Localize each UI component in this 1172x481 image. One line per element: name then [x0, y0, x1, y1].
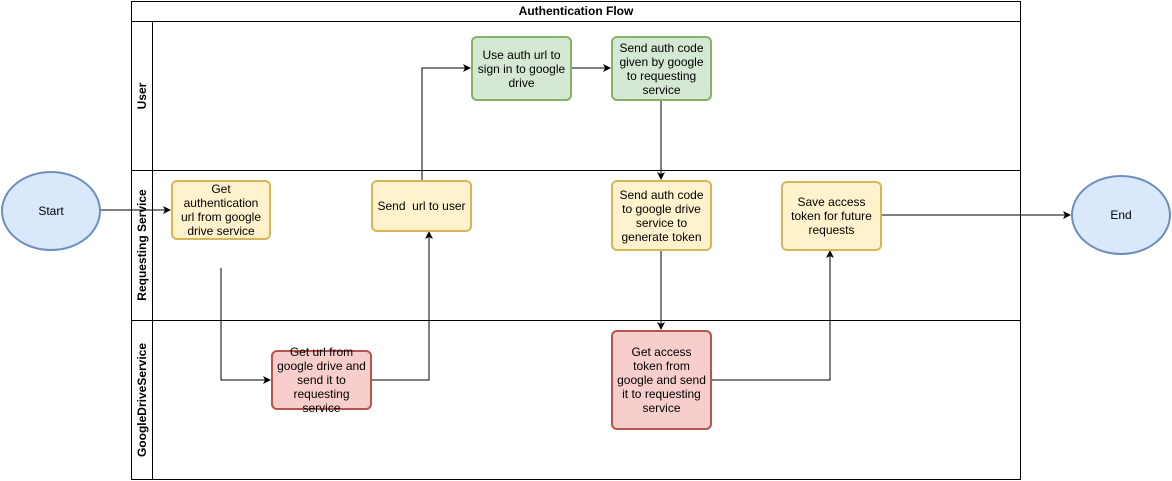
- edge-google-url-to-send-url: [372, 231, 433, 381]
- task-save-token: Save access token for future requests: [781, 181, 882, 251]
- task-send-url-text: Send url to user: [377, 199, 466, 213]
- task-send-auth-code-user: Send auth code given by google to reques…: [611, 36, 712, 101]
- task-send-auth-code-google: Send auth code to google drive service t…: [611, 180, 712, 251]
- task-save-token-text: Save access token for future requests: [791, 195, 876, 237]
- lane-label-requesting: Requesting Service: [131, 170, 153, 320]
- task-send-auth-code-google-text: Send auth code to google drive service t…: [619, 187, 707, 244]
- task-get-access-token: Get access token from google and send it…: [611, 330, 712, 430]
- start-node: Start: [1, 171, 101, 251]
- edge-get-auth-url-to-google-url: [220, 268, 271, 384]
- task-sign-in-text: Use auth url to sign in to google drive: [477, 47, 569, 90]
- task-get-url-from-google: Get url from google drive and send it to…: [271, 345, 372, 415]
- edge-send-url-to-sign-in: [421, 64, 471, 180]
- lane-google-drive-service: [131, 320, 1021, 480]
- task-get-auth-url: Get authentication url from google drive…: [171, 180, 271, 240]
- task-send-auth-code-user-text: Send auth code given by google to reques…: [619, 40, 707, 97]
- task-get-url-from-google-text: Get url from google drive and send it to…: [277, 345, 370, 415]
- end-node: End: [1071, 175, 1171, 255]
- end-label: End: [1110, 208, 1132, 222]
- edge-access-token-to-save: [712, 250, 834, 381]
- swimlane-pool: [131, 1, 1021, 480]
- task-sign-in: Use auth url to sign in to google drive: [471, 36, 572, 101]
- task-send-url: Send url to user: [371, 180, 472, 232]
- lane-label-user: User: [131, 22, 153, 170]
- lane-label-google: GoogleDriveService: [131, 320, 153, 480]
- start-label: Start: [38, 204, 64, 218]
- lane-requesting-service: [131, 170, 1021, 320]
- diagram-title: Authentication Flow: [131, 1, 1021, 22]
- task-get-auth-url-text: Get authentication url from google drive…: [180, 182, 265, 238]
- task-get-access-token-text: Get access token from google and send it…: [617, 345, 710, 415]
